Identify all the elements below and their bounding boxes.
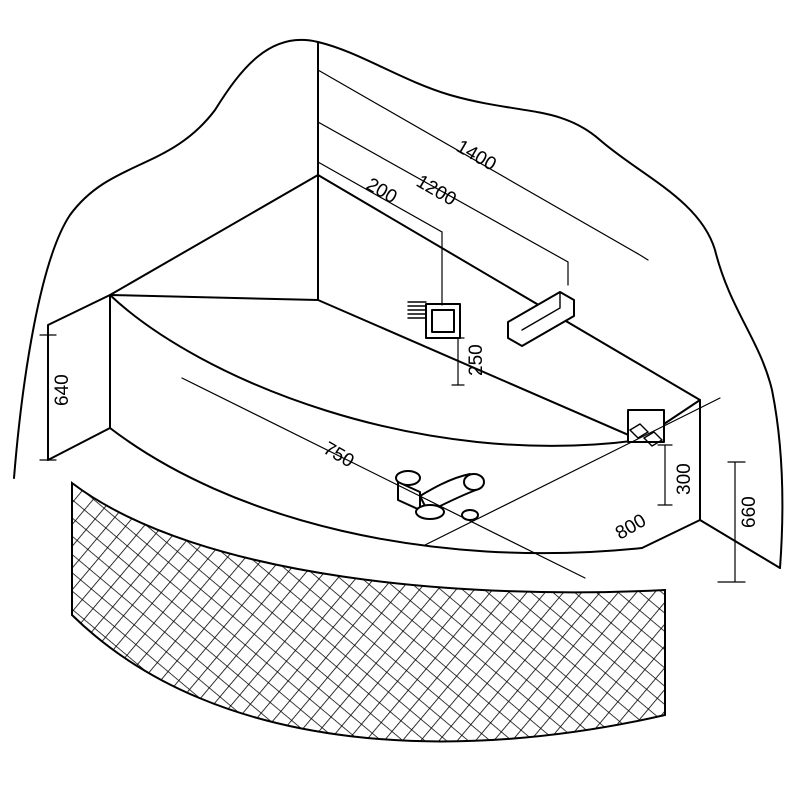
dim-label-1200: 1200 — [413, 171, 460, 210]
tub-rim-back-left — [109, 174, 319, 301]
dim-label-640: 640 — [52, 374, 73, 406]
dim-label-300: 300 — [674, 463, 695, 495]
front-apron-mesh — [71, 480, 666, 743]
tub-inner-left — [109, 294, 319, 301]
dim-label-800: 800 — [612, 510, 650, 544]
dimension-lines — [39, 59, 746, 583]
tub-right-side — [699, 519, 781, 569]
drain-assembly-icon — [395, 470, 485, 521]
spout-icon — [507, 291, 575, 347]
dim-label-750: 750 — [320, 438, 358, 472]
tub-rim-front — [109, 294, 641, 447]
control-panel-icon — [407, 301, 461, 339]
wall-outline — [13, 38, 784, 569]
dim-label-200: 200 — [363, 174, 401, 208]
tub-right-end — [639, 399, 701, 549]
dim-label-250: 250 — [466, 344, 487, 376]
tub-base-front — [109, 427, 643, 555]
mixer-valve-icon — [627, 409, 665, 447]
dim-label-660: 660 — [739, 496, 760, 528]
dim-label-1400: 1400 — [453, 136, 500, 175]
tub-rim-back-right — [317, 174, 701, 401]
tub-inner-right — [317, 299, 641, 441]
